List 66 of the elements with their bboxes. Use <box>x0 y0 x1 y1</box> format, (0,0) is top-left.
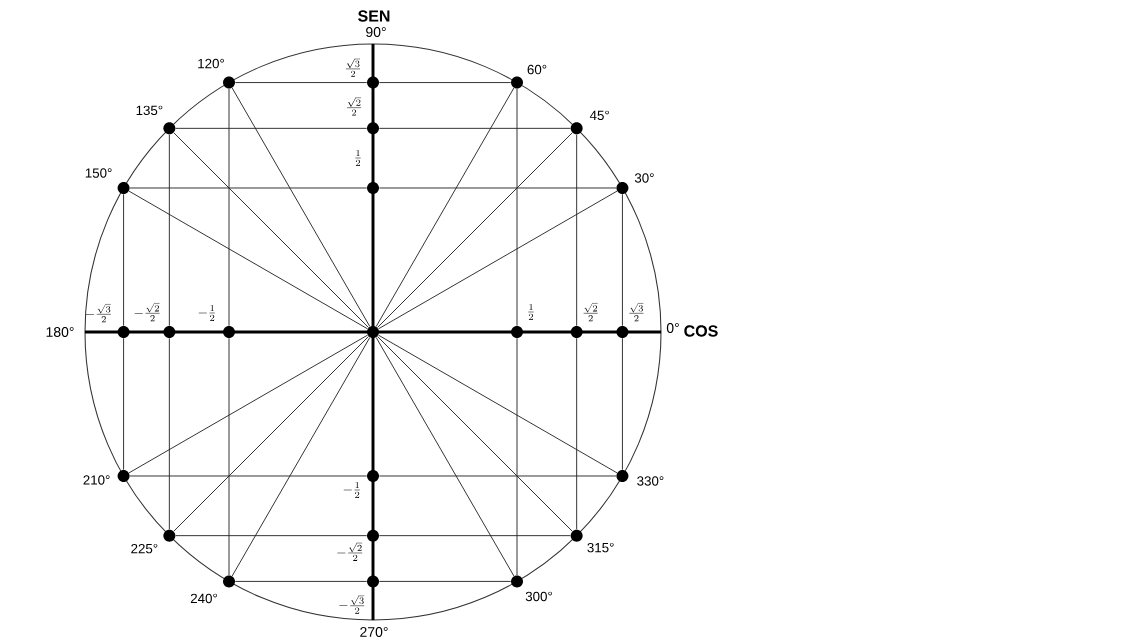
angle-label: 315° <box>587 542 614 553</box>
line <box>378 475 617 477</box>
line <box>516 337 518 576</box>
angle-label: 90° <box>366 27 386 37</box>
axis-label: COS <box>684 325 718 337</box>
line <box>378 187 617 189</box>
value-label: $-\frac{\sqrt{3}}{2}$ <box>85 304 111 323</box>
line <box>175 127 368 129</box>
value-label: $\frac{1}{2}$ <box>528 303 534 320</box>
angle-label: 0° <box>666 323 679 333</box>
line <box>376 335 573 532</box>
angle-label: 60° <box>527 64 547 75</box>
value-label: $-\frac{1}{2}$ <box>198 304 215 321</box>
angle-label: 180° <box>46 327 74 337</box>
angle-label: 270° <box>360 627 388 637</box>
line <box>375 336 515 577</box>
angle-label: 135° <box>136 105 163 116</box>
line <box>228 337 230 576</box>
line <box>234 580 368 582</box>
angle-label: 240° <box>190 593 217 604</box>
line <box>123 193 125 327</box>
angle-label: 120° <box>198 58 224 69</box>
line <box>378 580 512 582</box>
line <box>377 334 618 474</box>
line <box>128 190 369 330</box>
line <box>175 535 368 537</box>
line <box>376 132 573 329</box>
line <box>123 337 125 471</box>
line <box>228 88 230 327</box>
line <box>231 87 371 328</box>
line <box>516 88 518 327</box>
line <box>621 337 623 471</box>
line <box>378 535 571 537</box>
angle-label: 210° <box>83 475 110 485</box>
line <box>378 127 571 129</box>
value-label: $-\frac{1}{2}$ <box>343 481 360 498</box>
line <box>168 337 170 530</box>
angle-label: 225° <box>131 543 158 554</box>
line <box>173 132 370 329</box>
line <box>129 187 368 189</box>
angle-label: 150° <box>85 168 112 178</box>
line <box>375 87 515 328</box>
line <box>377 190 618 330</box>
value-label: $\frac{\sqrt{3}}{2}$ <box>629 303 644 322</box>
value-label: $\frac{\sqrt{2}}{2}$ <box>583 303 598 322</box>
line <box>234 82 368 84</box>
line <box>576 134 578 327</box>
angle-label: 330° <box>637 476 664 486</box>
value-label: $\frac{1}{2}$ <box>355 149 361 166</box>
line <box>576 337 578 530</box>
line <box>168 134 170 327</box>
axis-label: SEN <box>358 10 390 22</box>
value-label: $\frac{\sqrt{2}}{2}$ <box>346 97 362 116</box>
value-label: $\frac{\sqrt{3}}{2}$ <box>345 58 361 77</box>
line <box>129 475 368 477</box>
line <box>621 193 623 327</box>
line <box>173 335 370 532</box>
angle-label: 45° <box>589 110 609 121</box>
angle-label: 300° <box>525 591 552 602</box>
angle-label: 30° <box>634 173 654 183</box>
line <box>378 82 512 84</box>
value-label: $-\frac{\sqrt{2}}{2}$ <box>134 303 160 322</box>
line <box>128 334 369 474</box>
value-label: $-\frac{\sqrt{2}}{2}$ <box>337 542 363 561</box>
line <box>231 336 371 577</box>
value-label: $-\frac{\sqrt{3}}{2}$ <box>339 595 365 614</box>
